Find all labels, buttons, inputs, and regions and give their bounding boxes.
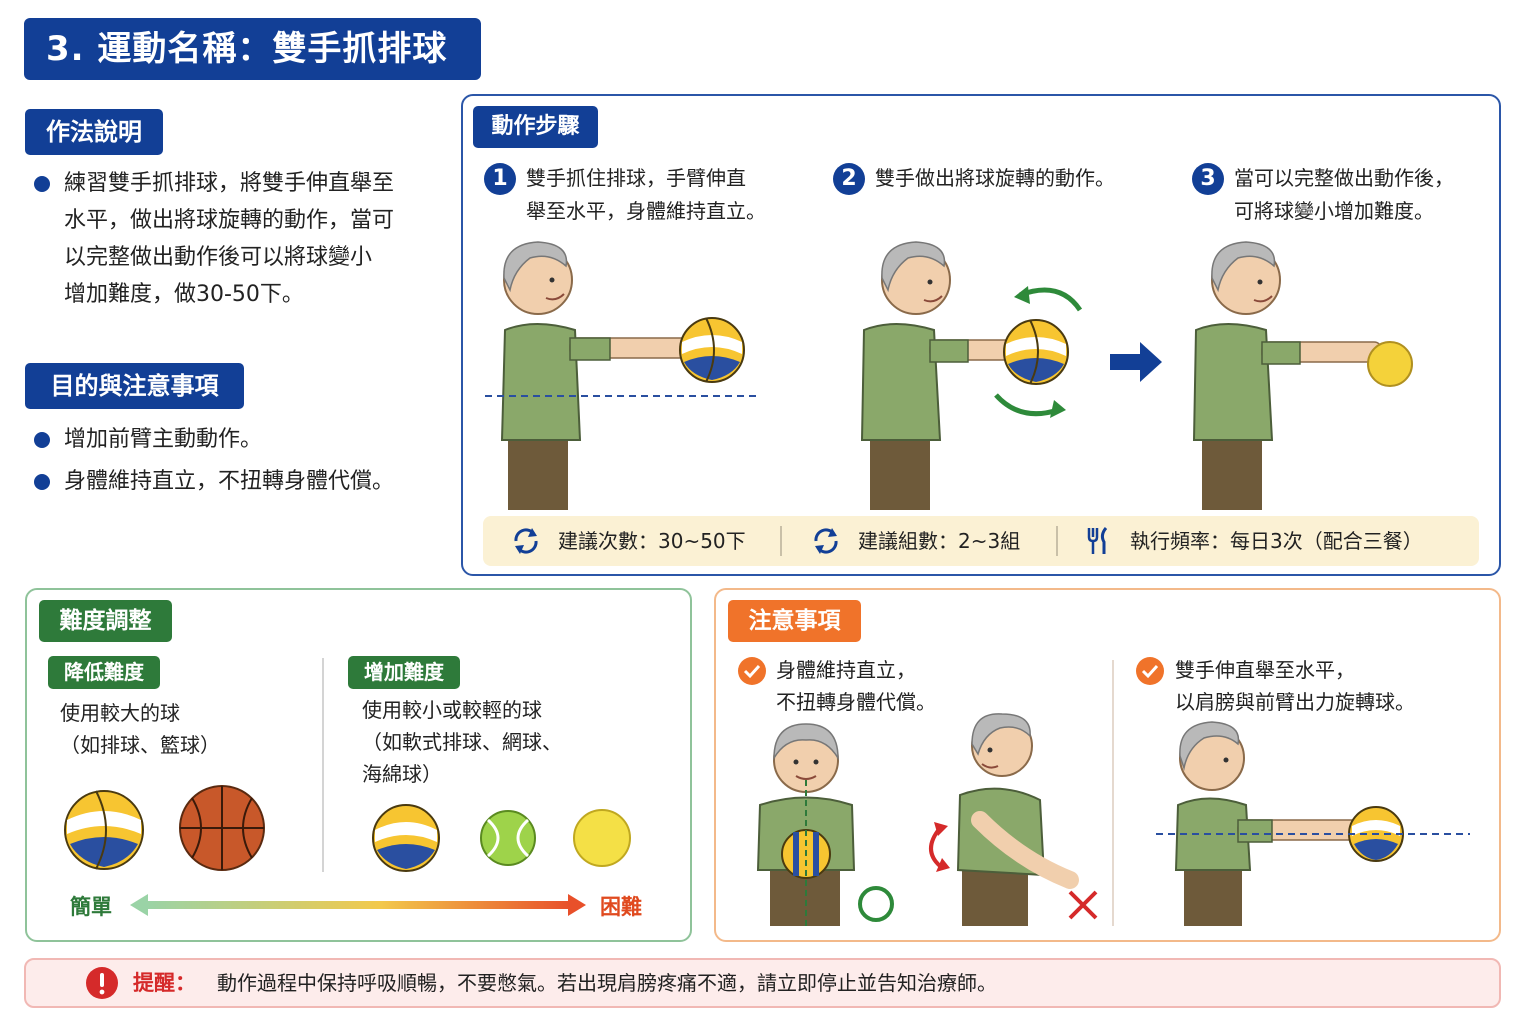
person-incorrect [956,713,1079,926]
easy-label: 簡單 [70,895,112,919]
volleyball-icon [64,790,144,870]
repeat-icon [514,528,538,554]
arrow-right-icon [1110,342,1162,382]
reminder-label: 提醒： [133,971,196,995]
info-frequency: 執行頻率：每日3次（配合三餐） [1130,529,1423,553]
info-sets: 建議組數：2~3組 [858,529,1021,553]
caution-line: 身體維持直立， [776,658,916,682]
basketball-icon [179,785,265,871]
person-side [1156,721,1470,926]
easier-label: 降低難度 [48,656,160,689]
method-line: 練習雙手抓排球，將雙手伸直舉至 [64,171,395,196]
step-number: 3 [1192,163,1224,195]
divider [1056,526,1058,556]
step-1-text: 雙手抓住排球，手臂伸直 舉至水平，身體維持直立。 [526,162,766,228]
steps-illustration [485,241,1413,510]
info-bar [483,516,1479,566]
method-line: 以完整做出動作後可以將球變小 [64,245,373,270]
harder-line: （如軟式排球、網球、 [362,730,562,754]
harder-text: 使用較小或較輕的球 （如軟式排球、網球、 海綿球） [362,694,562,790]
caution-item-2: 雙手伸直舉至水平， 以肩膀與前臂出力旋轉球。 [1175,654,1415,718]
divider [780,526,782,556]
page-title: 3. 運動名稱：雙手抓排球 [24,18,481,80]
difficulty-arrow [130,894,586,916]
step-number: 1 [484,163,516,195]
divider [322,658,324,872]
purpose-item: 增加前臂主動動作。 [64,427,263,452]
check-icon [738,657,766,685]
caution-item-1: 身體維持直立， 不扭轉身體代償。 [776,654,936,718]
difficulty-label: 難度調整 [39,600,172,642]
caution-panel [714,588,1501,942]
method-text: 練習雙手抓排球，將雙手伸直舉至 水平，做出將球旋轉的動作，當可 以完整做出動作後… [64,165,444,313]
person-step-1 [485,241,760,510]
purpose-item: 身體維持直立，不扭轉身體代償。 [64,469,395,494]
steps-panel [461,94,1501,576]
step-3-text: 當可以完整做出動作後， 可將球變小增加難度。 [1234,162,1454,228]
method-label: 作法說明 [25,109,163,155]
bullet-icon [34,432,50,448]
caution-label: 注意事項 [728,600,861,642]
step-line: 舉至水平，身體維持直立。 [526,199,766,223]
harder-label: 增加難度 [348,656,460,689]
check-icon [1136,657,1164,685]
easier-text: 使用較大的球 （如排球、籃球） [60,697,220,761]
harder-line: 海綿球） [362,762,442,786]
caution-line: 不扭轉身體代償。 [776,690,936,714]
difficulty-panel [25,588,692,942]
divider [1112,660,1114,926]
easier-line: 使用較大的球 [60,701,180,725]
hard-label: 困難 [600,895,642,919]
step-line: 可將球變小增加難度。 [1234,199,1434,223]
info-reps: 建議次數：30~50下 [558,529,746,553]
steps-label: 動作步驟 [473,106,598,148]
alert-icon [86,967,118,999]
caution-line: 以肩膀與前臂出力旋轉球。 [1175,690,1415,714]
tennis-ball-icon [480,810,536,866]
incorrect-icon [1068,890,1098,920]
correct-icon [858,886,894,922]
method-line: 增加難度，做30-50下。 [64,282,304,307]
reminder-text: 動作過程中保持呼吸順暢，不要憋氣。若出現肩膀疼痛不適，請立即停止並告知治療師。 [217,971,997,995]
fork-knife-icon [1087,527,1108,554]
soft-volleyball-icon [372,804,440,872]
caution-line: 雙手伸直舉至水平， [1175,658,1355,682]
balls-illustration [64,785,631,916]
step-line: 雙手做出將球旋轉的動作。 [875,166,1115,190]
caution-illustration [756,713,1470,926]
easier-line: （如排球、籃球） [60,733,220,757]
step-2-text: 雙手做出將球旋轉的動作。 [875,162,1115,195]
harder-line: 使用較小或較輕的球 [362,698,542,722]
person-correct [756,723,856,926]
step-number: 2 [833,163,865,195]
step-line: 雙手抓住排球，手臂伸直 [526,166,746,190]
step-line: 當可以完整做出動作後， [1234,166,1454,190]
reminder-bar [24,958,1501,1008]
purpose-label: 目的與注意事項 [25,363,244,409]
method-line: 水平，做出將球旋轉的動作，當可 [64,208,395,233]
person-step-3 [1192,241,1413,510]
bullet-icon [34,176,50,192]
sponge-ball-icon [573,809,631,867]
bullet-icon [34,474,50,490]
repeat-icon [814,528,838,554]
person-step-2 [860,241,1083,510]
